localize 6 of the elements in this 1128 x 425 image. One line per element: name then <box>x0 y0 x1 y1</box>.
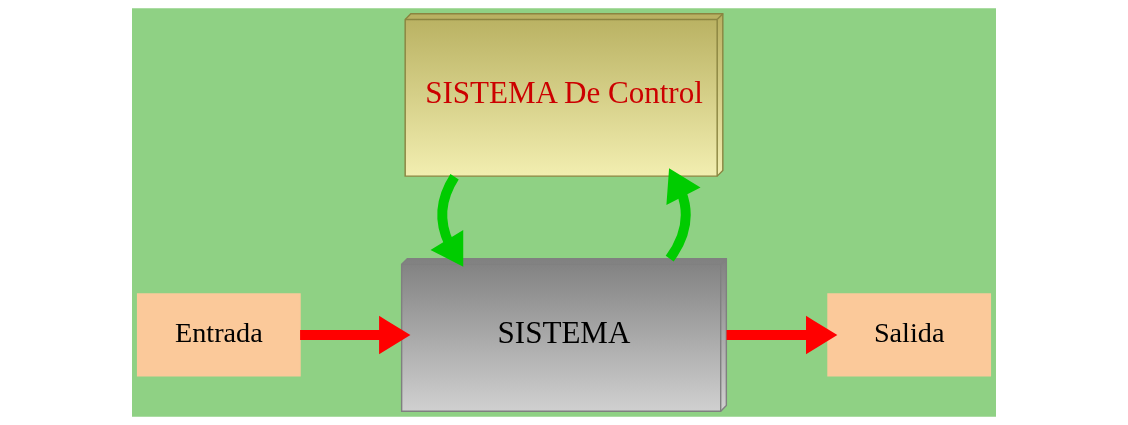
node-box: Salida <box>827 293 992 377</box>
arrow <box>726 315 838 355</box>
arrow <box>300 315 411 355</box>
node-box: Entrada <box>136 293 301 377</box>
arrow <box>430 174 464 267</box>
arrow <box>665 168 701 262</box>
